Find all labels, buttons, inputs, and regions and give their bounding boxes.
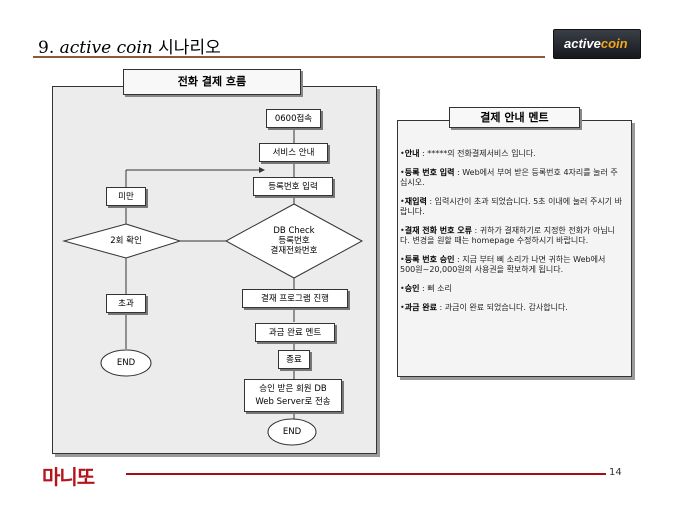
node-exceed: 초과 — [106, 294, 146, 313]
end-left-oval — [100, 349, 152, 377]
ment-item: •등록 번호 승인 : 지금 부터 삐 소리가 나면 귀하는 Web에서 500… — [400, 255, 606, 274]
active-coin-logo: activecoin — [553, 29, 641, 59]
title-prefix: 9. — [38, 38, 60, 58]
logo-text-coin: coin — [600, 36, 628, 51]
node-service-guide: 서비스 안내 — [259, 143, 328, 162]
ment-item: •안내 : *****의 전화결제서비스 입니다. — [400, 149, 536, 158]
node-end-left: END — [116, 358, 136, 368]
send-db-line-2: Web Server로 전송 — [255, 397, 331, 407]
second-check-diamond — [62, 223, 182, 259]
node-enter-number: 등록번호 입력 — [253, 177, 333, 196]
node-billing-done: 과금 완료 멘트 — [255, 323, 335, 342]
logo-text-active: active — [564, 36, 601, 51]
node-second-check: 2회 확인 — [110, 236, 142, 246]
db-check-diamond — [224, 203, 364, 279]
ment-item: •재입력 : 입력시간이 초과 되었습니다. 5초 이내에 눌러 주시기 바랍니… — [400, 197, 622, 216]
node-finish: 종료 — [278, 350, 310, 369]
end-bottom-oval — [267, 418, 317, 446]
flow-header: 전화 결제 흐름 — [123, 69, 301, 95]
node-connect: 0600접속 — [266, 109, 321, 128]
node-end-bottom: END — [282, 427, 302, 437]
page-number: 14 — [609, 467, 622, 478]
node-under: 미만 — [106, 187, 146, 206]
ment-panel — [397, 120, 632, 377]
ment-item: •등록 번호 입력 : Web에서 부여 받은 등록번호 4자리를 눌러 주십시… — [400, 168, 618, 187]
ment-item: •과금 완료 : 과금이 완료 되었습니다. 감사합니다. — [400, 303, 568, 312]
ment-header: 결제 안내 멘트 — [449, 107, 580, 128]
node-db-check: DB Check 등록번호 결재전화번호 — [246, 226, 342, 256]
title-suffix: 시나리오 — [152, 38, 221, 58]
slide-title: 9. active coin 시나리오 — [38, 33, 221, 58]
footer-line — [126, 473, 606, 475]
node-send-db: 승인 받은 회원 DB Web Server로 전송 — [244, 379, 342, 412]
db-check-line-1: DB Check — [273, 226, 315, 236]
db-check-line-2: 등록번호 — [278, 236, 310, 246]
send-db-line-1: 승인 받은 회원 DB — [259, 384, 327, 394]
ment-item: •승인 : 삐 소리 — [400, 284, 452, 293]
title-italic: active coin — [59, 38, 153, 58]
manito-logo: 마니또 — [42, 465, 95, 489]
db-check-line-3: 결재전화번호 — [270, 246, 318, 256]
title-underline — [33, 56, 545, 58]
ment-item: •결재 전화 번호 오류 : 귀하가 결재하기로 지정한 전화가 아닙니다. 변… — [400, 226, 616, 245]
ment-list: •안내 : *****의 전화결제서비스 입니다. •등록 번호 입력 : We… — [400, 149, 622, 322]
node-payment-progress: 결재 프로그램 진행 — [242, 289, 348, 308]
